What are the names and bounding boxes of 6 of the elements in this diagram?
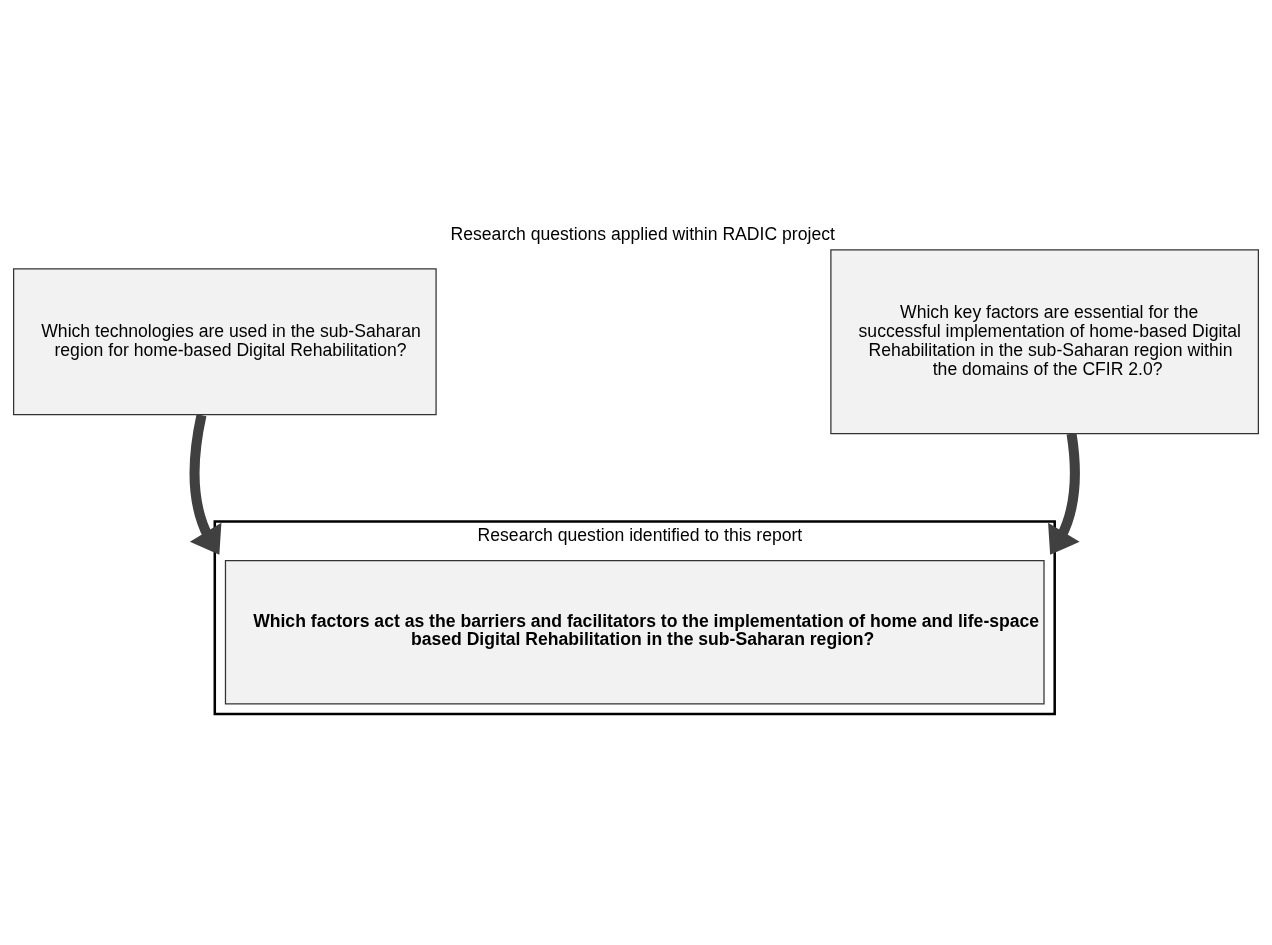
node-box: Which factors act as the barriers and facilitators to the implementation of home and life-space based Digital Rehabilitation in the sub-Saharan region? (224, 559, 1045, 705)
arrow (1048, 433, 1080, 555)
node-box: Which technologies are used in the sub-Saharan region for home-based Digital Rehabilitation? (12, 268, 437, 416)
arrow (189, 414, 222, 555)
diagram-title: Research questions applied within RADIC project (450, 224, 835, 245)
node-box: Which key factors are essential for the successful implementation of home-based Digital Rehabilitation in the sub-Saharan region within the domains of the CFIR 2.0? (830, 249, 1260, 435)
